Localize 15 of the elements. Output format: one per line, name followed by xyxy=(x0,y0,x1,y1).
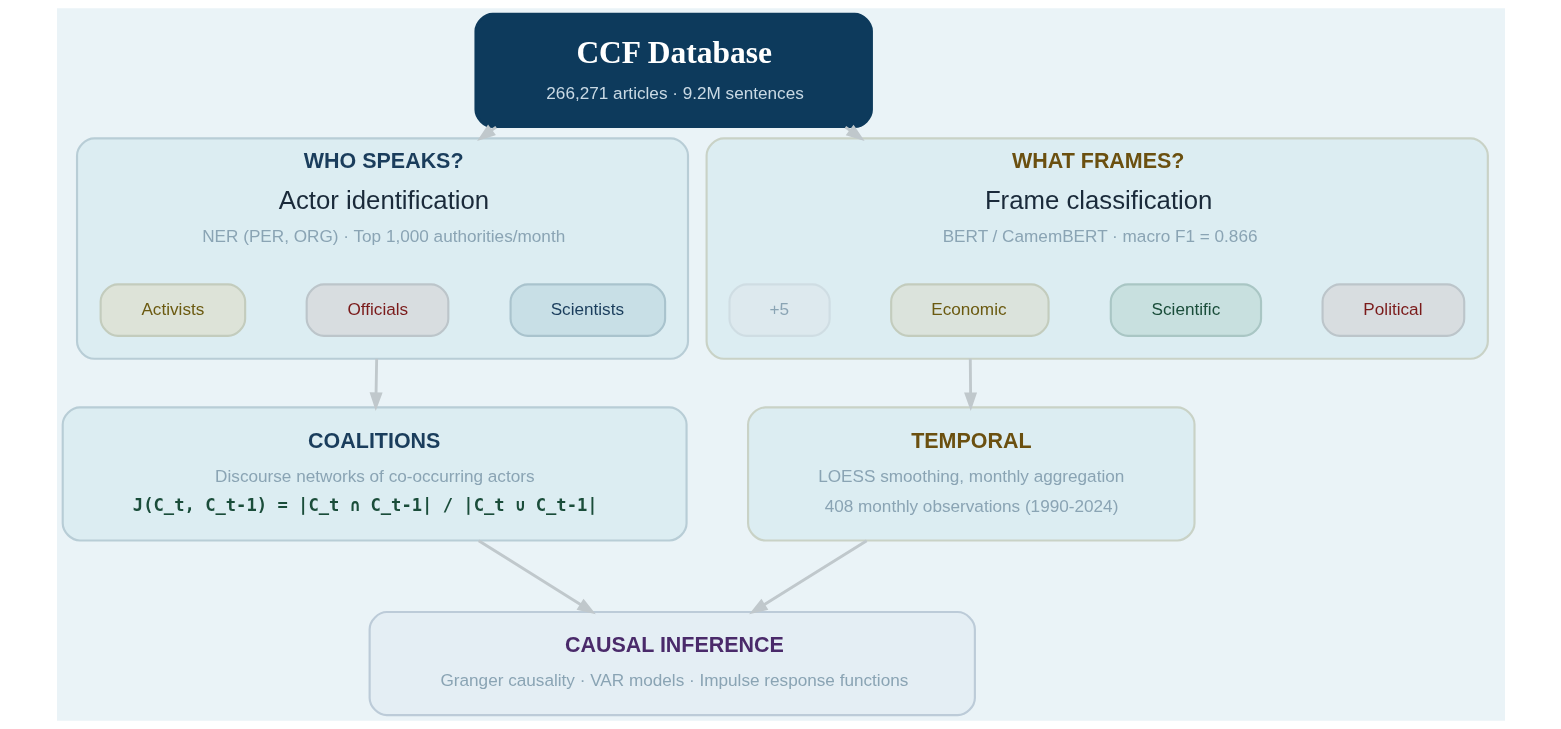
node-box: Activists xyxy=(99,283,246,337)
arrow xyxy=(477,539,596,615)
arrow xyxy=(476,124,497,142)
node-box: Officials xyxy=(305,283,449,337)
node-box: TEMPORAL LOESS smoothing, monthly aggregation 408 monthly observations (1990-2024) xyxy=(746,406,1196,542)
node-box: COALITIONS Discourse networks of co-occurring actors J(C_t, C_t-1) = |C_t ∩ C_t-1| / |C_t ∪ C_t-1| xyxy=(61,406,688,542)
node-box: Scientists xyxy=(509,283,666,337)
arrow xyxy=(369,358,383,412)
node-box: Political xyxy=(1321,283,1465,337)
node-box: Scientific xyxy=(1109,283,1262,337)
node-box: CAUSAL INFERENCE Granger causality · VAR models · Impulse response functions xyxy=(368,610,976,717)
node-box: CCF Database 266,271 articles · 9.2M sentences xyxy=(473,12,873,129)
arrow xyxy=(748,539,867,615)
node-box: Economic xyxy=(889,283,1050,337)
arrow xyxy=(963,358,977,412)
